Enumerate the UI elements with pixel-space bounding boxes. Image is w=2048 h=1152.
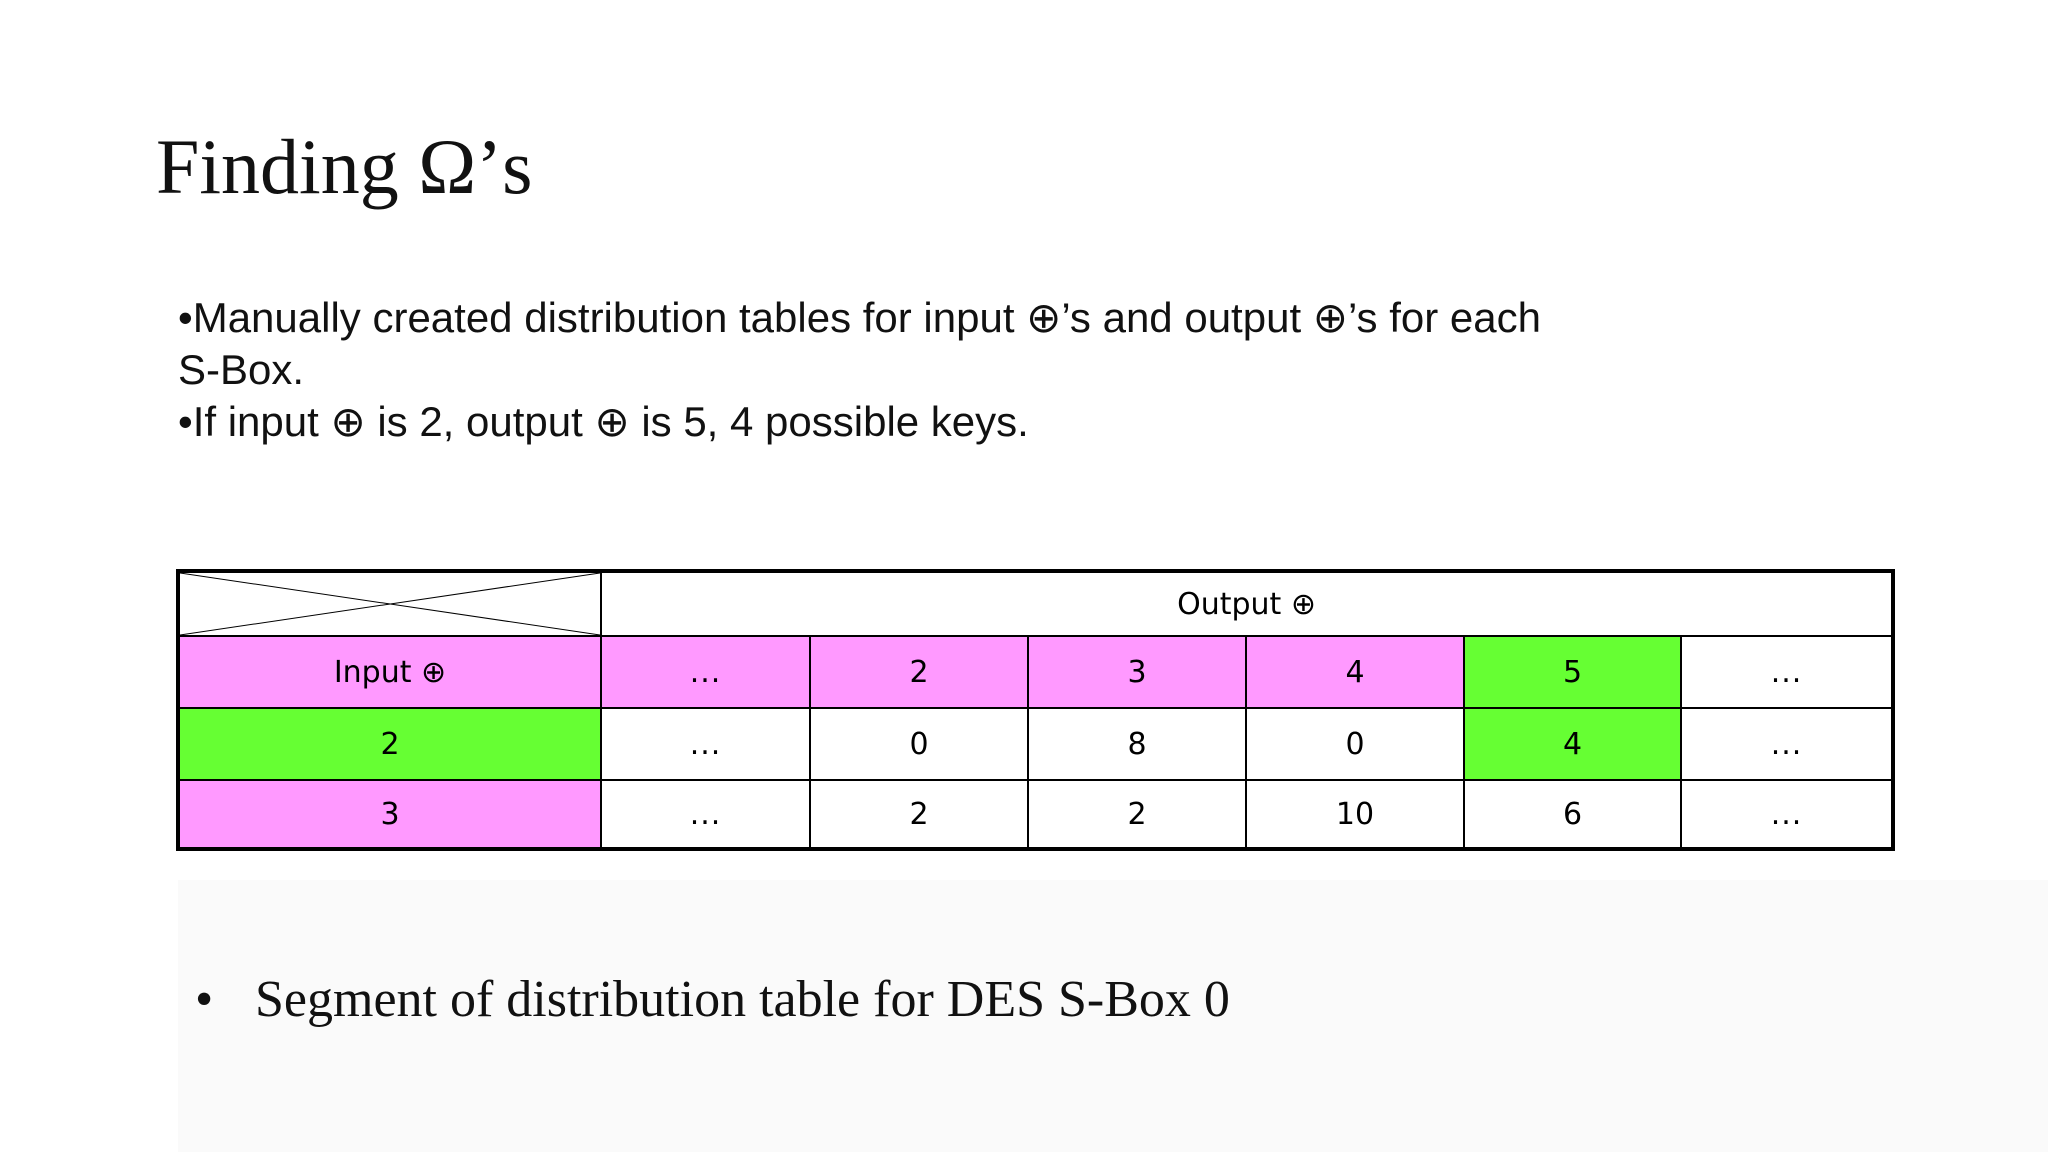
table-row: 3 ... 2 2 10 6 ... bbox=[177, 779, 1895, 850]
diagonal-corner-cell bbox=[177, 570, 602, 637]
table-cell: 10 bbox=[1245, 779, 1465, 850]
caption-text: Segment of distribution table for DES S-… bbox=[255, 971, 1230, 1028]
column-header: 4 bbox=[1245, 635, 1465, 709]
caption-bullet: • bbox=[195, 971, 214, 1028]
table-caption: • Segment of distribution table for DES S… bbox=[195, 970, 1230, 1029]
row-header: 3 bbox=[177, 779, 602, 850]
diagonal-cross-icon bbox=[180, 573, 600, 635]
column-header: ... bbox=[600, 635, 811, 709]
table-cell: 0 bbox=[1245, 707, 1465, 781]
table-row: 2 ... 0 8 0 4 ... bbox=[177, 707, 1895, 781]
table-cell: 0 bbox=[809, 707, 1029, 781]
column-header: 3 bbox=[1027, 635, 1247, 709]
bullet-item: •Manually created distribution tables fo… bbox=[178, 294, 1541, 393]
table-cell: 6 bbox=[1463, 779, 1682, 850]
bullet-item: •If input ⊕ is 2, output ⊕ is 5, 4 possi… bbox=[178, 398, 1029, 445]
column-header: ... bbox=[1679, 635, 1895, 709]
slide-title: Finding Ω’s bbox=[156, 123, 533, 210]
table-header-row: Output ⊕ bbox=[177, 570, 1895, 637]
table-cell: ... bbox=[600, 779, 811, 850]
column-header: 2 bbox=[809, 635, 1029, 709]
distribution-table: Output ⊕ Input ⊕ ... 2 3 4 5 ... 2 ... 0… bbox=[176, 569, 1896, 851]
table-cell: ... bbox=[600, 707, 811, 781]
table-cell: ... bbox=[1679, 707, 1895, 781]
input-xor-header: Input ⊕ bbox=[177, 635, 602, 709]
table-cell: ... bbox=[1679, 779, 1895, 850]
output-xor-header: Output ⊕ bbox=[599, 570, 1895, 637]
caption-panel bbox=[178, 880, 2048, 1152]
bullet-list: •Manually created distribution tables fo… bbox=[178, 292, 1578, 448]
table-column-row: Input ⊕ ... 2 3 4 5 ... bbox=[177, 635, 1895, 709]
table-cell: 2 bbox=[809, 779, 1029, 850]
row-header-highlighted: 2 bbox=[177, 707, 602, 781]
table-cell: 2 bbox=[1027, 779, 1247, 850]
table-cell: 8 bbox=[1027, 707, 1247, 781]
table-cell-highlighted: 4 bbox=[1463, 707, 1682, 781]
column-header-highlighted: 5 bbox=[1463, 635, 1682, 709]
